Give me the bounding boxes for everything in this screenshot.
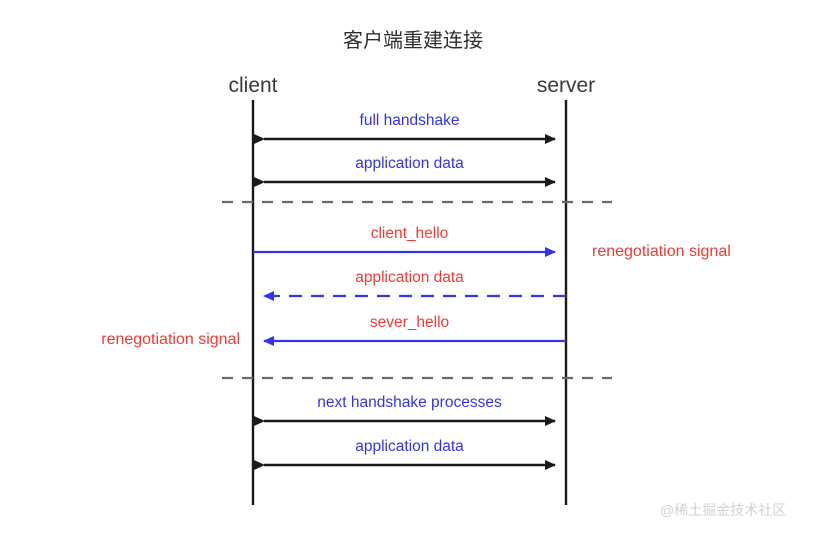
annotation-renegotiation-signal-right: renegotiation signal <box>592 243 731 260</box>
page-title: 客户端重建连接 <box>343 30 483 52</box>
message-label-4: application data <box>355 269 464 286</box>
actor-label-client: client <box>228 74 278 97</box>
message-label-2: application data <box>355 155 464 172</box>
message-label-5: sever_hello <box>369 314 450 331</box>
actor-label-server: server <box>536 74 596 97</box>
watermark: @稀土掘金技术社区 <box>660 502 787 518</box>
message-label-1: full handshake <box>359 112 460 129</box>
message-label-6: next handshake processes <box>317 394 502 411</box>
message-label-7: application data <box>355 438 464 455</box>
annotation-renegotiation-signal-left: renegotiation signal <box>101 331 240 348</box>
message-label-3: client_hello <box>370 225 449 242</box>
svg-layer <box>222 100 612 505</box>
